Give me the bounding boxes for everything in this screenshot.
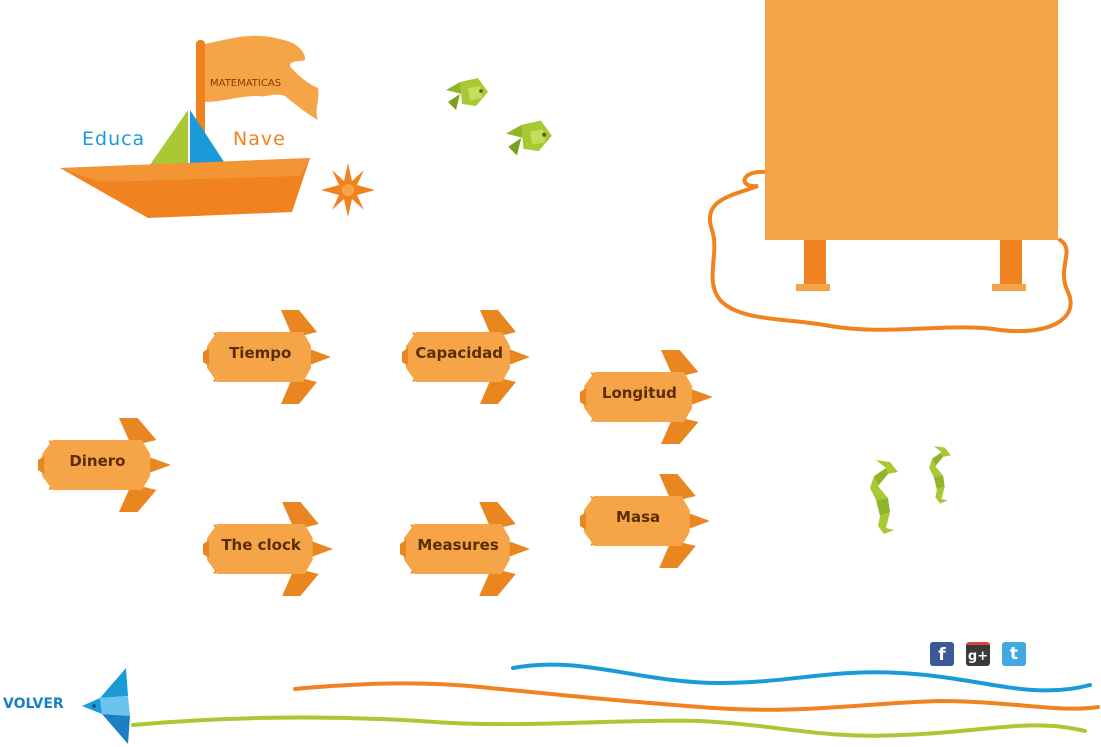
star-icon xyxy=(321,163,375,217)
twitter-icon[interactable]: t xyxy=(1002,642,1026,666)
fish-icon xyxy=(446,78,488,110)
turtle-shape xyxy=(203,502,333,596)
turtle-button-measures[interactable]: Measures xyxy=(400,500,532,598)
brand-educa: Educa xyxy=(82,128,146,150)
turtle-button-masa[interactable]: Masa xyxy=(580,472,712,570)
turtle-button-capacidad[interactable]: Capacidad xyxy=(402,308,532,406)
turtle-button-longitud[interactable]: Longitud xyxy=(580,348,715,446)
turtle-label: Longitud xyxy=(601,384,677,403)
turtle-shape xyxy=(402,310,530,404)
turtle-shape xyxy=(580,474,710,568)
boat-logo xyxy=(60,35,319,218)
turtle-label: Capacidad xyxy=(415,344,503,363)
turtle-shape xyxy=(400,502,530,596)
back-fish-icon[interactable] xyxy=(80,666,132,746)
google-plus-icon[interactable]: g+ xyxy=(966,642,990,666)
turtle-button-dinero[interactable]: Dinero xyxy=(38,416,173,514)
turtle-label: Masa xyxy=(616,508,661,527)
waves-decoration xyxy=(131,662,1100,738)
info-board xyxy=(708,0,1073,334)
turtle-button-the-clock[interactable]: The clock xyxy=(203,500,335,598)
brand-nave: Nave xyxy=(233,128,286,150)
back-button[interactable]: VOLVER xyxy=(3,696,64,712)
flag-text: MATEMATICAS xyxy=(210,78,282,89)
turtle-label: The clock xyxy=(221,536,301,555)
seahorse-icon xyxy=(929,446,951,504)
facebook-icon[interactable]: f xyxy=(930,642,954,666)
turtle-shape xyxy=(580,350,713,444)
turtle-shape xyxy=(203,310,331,404)
seahorse-icon xyxy=(870,460,898,534)
turtle-label: Dinero xyxy=(69,452,126,471)
turtle-button-tiempo[interactable]: Tiempo xyxy=(203,308,333,406)
turtle-shape xyxy=(38,418,171,512)
turtle-label: Tiempo xyxy=(229,344,292,363)
turtle-label: Measures xyxy=(417,536,499,555)
fish-icon xyxy=(506,120,552,156)
